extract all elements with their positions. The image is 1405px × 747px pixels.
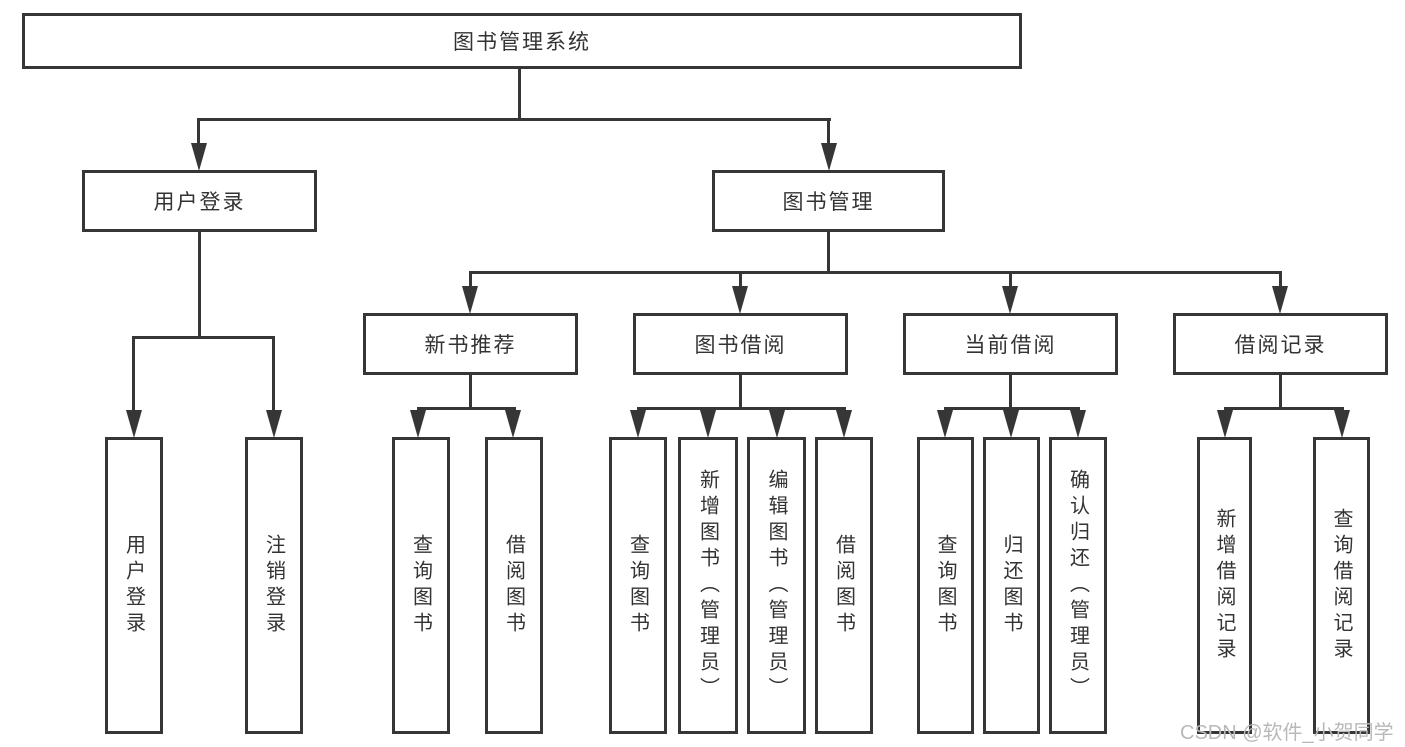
arrow-down-icon (700, 410, 716, 438)
connector-line (518, 69, 521, 121)
leaf-confirm-return-admin: 确认归还（管理员） (1049, 437, 1107, 734)
leaf-return-books: 归还图书 (983, 437, 1040, 734)
arrow-down-icon (821, 143, 837, 171)
leaf-add-borrow-record: 新增借阅记录 (1197, 437, 1252, 734)
arrow-down-icon (836, 410, 852, 438)
arrow-down-icon (462, 286, 478, 314)
connector-line (469, 375, 472, 409)
leaf-query-books-borrow: 查询图书 (609, 437, 667, 734)
node-book-borrow: 图书借阅 (633, 313, 848, 375)
connector-line (469, 271, 472, 288)
arrow-down-icon (126, 410, 142, 438)
node-root: 图书管理系统 (22, 13, 1022, 69)
csdn-watermark: CSDN @软件_小贺同学 (1180, 722, 1394, 744)
connector-line (1279, 375, 1282, 409)
connector-line (272, 336, 275, 412)
node-book-management: 图书管理 (712, 170, 945, 232)
leaf-borrow-books-recommend: 借阅图书 (485, 437, 543, 734)
connector-line (417, 407, 516, 410)
connector-line (637, 407, 846, 410)
arrow-down-icon (1070, 410, 1086, 438)
arrow-down-icon (266, 410, 282, 438)
connector-line (1009, 271, 1012, 288)
arrow-down-icon (410, 410, 426, 438)
arrow-down-icon (1003, 410, 1019, 438)
connector-line (469, 271, 1282, 274)
leaf-user-login: 用户登录 (105, 437, 163, 734)
connector-line (1279, 271, 1282, 288)
arrow-down-icon (1002, 286, 1018, 314)
connector-line (944, 407, 1080, 410)
node-user-login: 用户登录 (82, 170, 317, 232)
arrow-down-icon (769, 410, 785, 438)
leaf-query-borrow-record: 查询借阅记录 (1313, 437, 1370, 734)
connector-line (739, 375, 742, 409)
arrow-down-icon (191, 143, 207, 171)
connector-line (197, 118, 200, 146)
connector-line (1224, 407, 1344, 410)
connector-line (827, 118, 830, 146)
connector-line (132, 336, 275, 339)
leaf-edit-books-admin: 编辑图书（管理员） (747, 437, 806, 734)
connector-line (827, 232, 830, 273)
connector-line (198, 232, 201, 338)
node-borrow-records: 借阅记录 (1173, 313, 1388, 375)
arrow-down-icon (1334, 410, 1350, 438)
arrow-down-icon (732, 286, 748, 314)
leaf-query-books-current: 查询图书 (917, 437, 974, 734)
leaf-borrow-books: 借阅图书 (815, 437, 873, 734)
leaf-logout: 注销登录 (245, 437, 303, 734)
leaf-add-books-admin: 新增图书（管理员） (678, 437, 738, 734)
connector-line (132, 336, 135, 412)
arrow-down-icon (937, 410, 953, 438)
connector-line (1009, 375, 1012, 409)
arrow-down-icon (1217, 410, 1233, 438)
node-new-book-recommend: 新书推荐 (363, 313, 578, 375)
arrow-down-icon (630, 410, 646, 438)
leaf-query-books-recommend: 查询图书 (392, 437, 450, 734)
connector-line (739, 271, 742, 288)
arrow-down-icon (505, 410, 521, 438)
node-current-borrow: 当前借阅 (903, 313, 1118, 375)
connector-line (197, 118, 831, 121)
arrow-down-icon (1272, 286, 1288, 314)
